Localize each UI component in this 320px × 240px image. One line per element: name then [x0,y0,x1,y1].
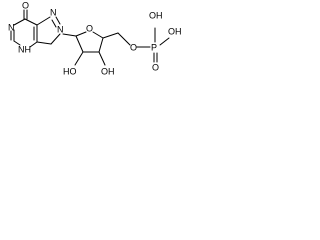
inosine-monophosphate-structure: O N N N NH O HO OH O P OH OH O [8,0,182,76]
hydroxyl-c2-label: HO [63,66,77,76]
furanose-oxygen-label: O [86,23,93,33]
phosphorus-label: P [151,42,157,52]
hydroxyl-c3-label: OH [101,66,115,76]
ring-nh-label: NH [18,44,31,54]
atom-labels: O N N N NH O HO OH O P OH OH O [8,0,182,76]
imidazole-nitrogen-label: N [50,7,57,17]
pyrimidine-nitrogen-label: N [8,22,15,32]
ester-oxygen-label: O [130,42,137,52]
phosphate-double-oxygen-label: O [152,62,159,72]
phosphate-hydroxyl-right-label: OH [168,26,182,36]
phosphate-hydroxyl-top-label: OH [149,10,163,20]
bond-lines [10,9,170,66]
carbonyl-oxygen-label: O [22,0,29,10]
glycosidic-nitrogen-label: N [57,24,64,34]
